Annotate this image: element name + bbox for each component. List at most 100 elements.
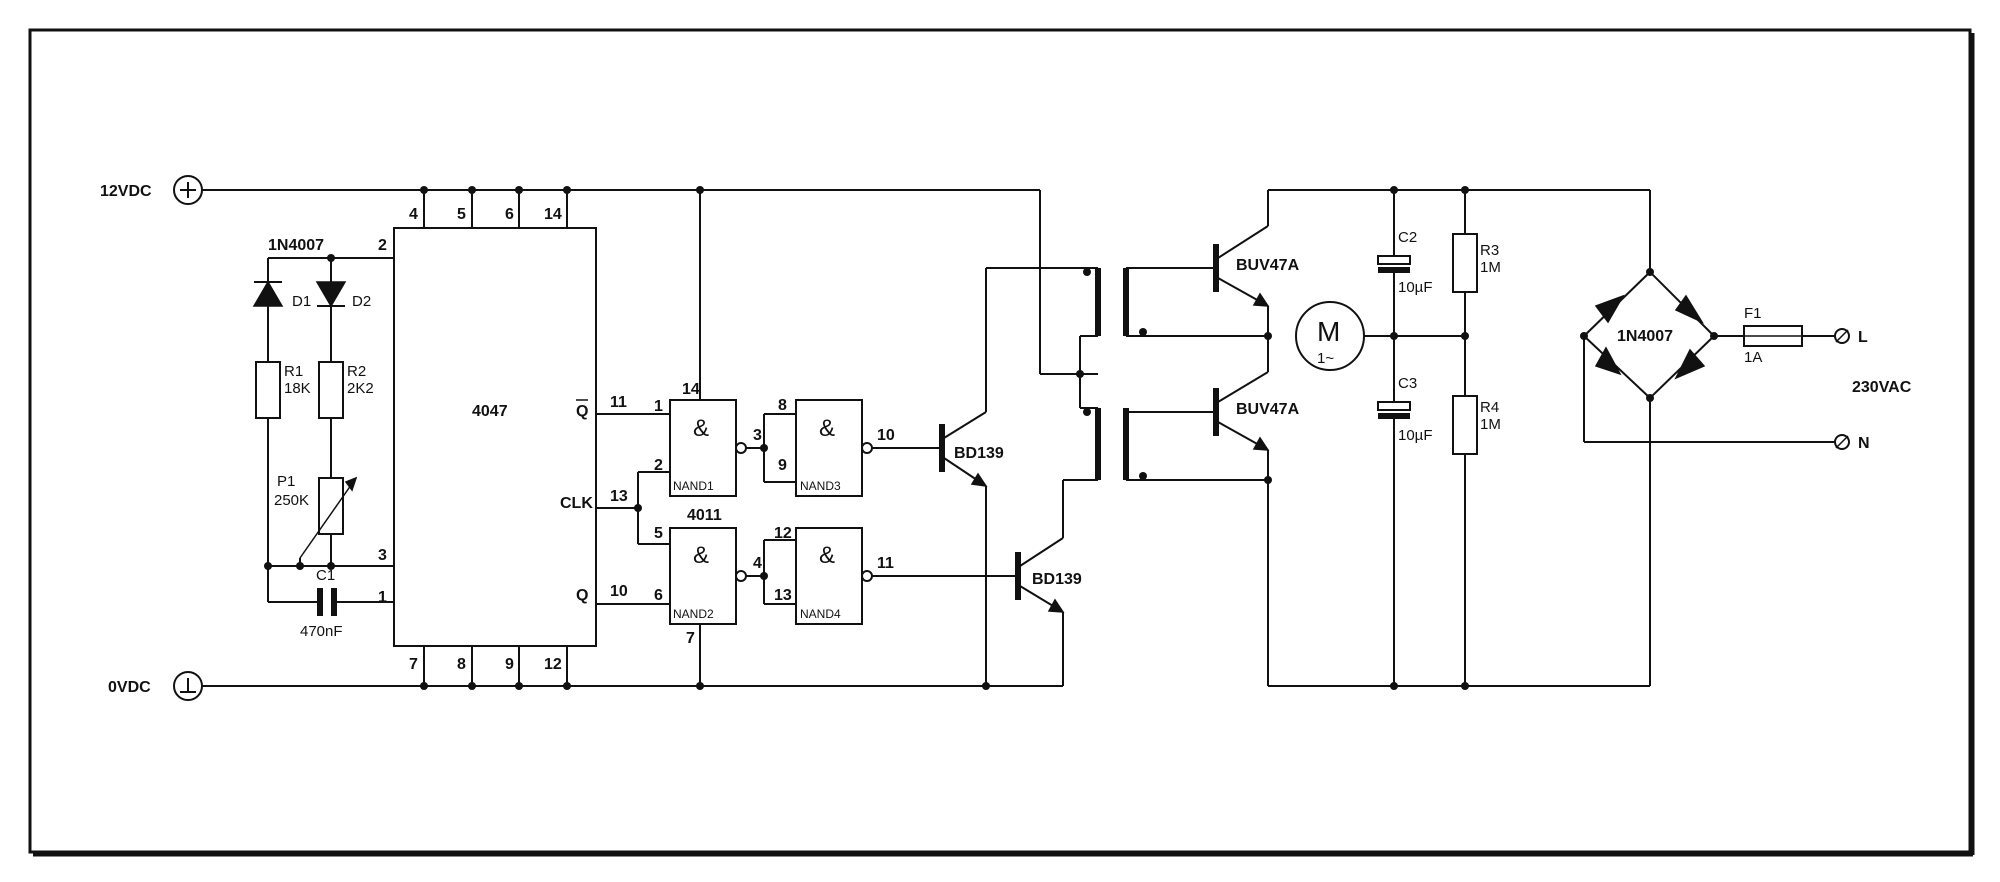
transistor-buv47a-lower: BUV47A xyxy=(1213,336,1300,686)
potentiometer-p1: P1 250K xyxy=(274,473,358,566)
svg-text:&: & xyxy=(693,542,709,569)
bridge-rectifier: 1N4007 xyxy=(1580,190,1718,686)
svg-text:8: 8 xyxy=(778,397,787,414)
svg-text:BD139: BD139 xyxy=(954,445,1004,462)
svg-text:R3: R3 xyxy=(1480,242,1499,259)
svg-text:1M: 1M xyxy=(1480,259,1501,276)
svg-text:P1: P1 xyxy=(277,473,295,490)
transformer-lower xyxy=(1063,408,1268,481)
svg-text:12: 12 xyxy=(774,525,792,542)
resistor-r2: R2 2K2 xyxy=(318,361,374,478)
svg-text:470nF: 470nF xyxy=(300,623,343,640)
svg-text:&: & xyxy=(819,415,835,442)
svg-text:250K: 250K xyxy=(274,492,309,509)
svg-text:5: 5 xyxy=(457,206,466,223)
svg-text:&: & xyxy=(693,415,709,442)
ic-4047: 4047 4 5 6 14 7 8 9 12 2 3 1 Q CLK Q 11 … xyxy=(378,190,628,686)
svg-text:3: 3 xyxy=(753,427,762,444)
svg-text:R2: R2 xyxy=(347,363,366,380)
diagram-frame xyxy=(28,28,1972,854)
svg-text:10µF: 10µF xyxy=(1398,427,1433,444)
transistor-bd139-lower: BD139 xyxy=(1015,480,1082,686)
svg-text:L: L xyxy=(1858,329,1868,346)
svg-text:2: 2 xyxy=(378,237,387,254)
nand-gate-1: & NAND1 14 1 2 3 xyxy=(654,186,762,497)
svg-text:10: 10 xyxy=(877,427,895,444)
svg-text:BD139: BD139 xyxy=(1032,571,1082,588)
vcc-label: 12VDC xyxy=(100,183,152,200)
svg-text:4: 4 xyxy=(753,555,762,572)
nand-gate-2: & NAND2 5 6 7 4 xyxy=(654,525,762,690)
transformer-upper xyxy=(986,190,1268,409)
svg-text:10µF: 10µF xyxy=(1398,279,1433,296)
clk-label: CLK xyxy=(560,495,593,512)
svg-text:1A: 1A xyxy=(1744,349,1762,366)
fuse-f1: F1 1A xyxy=(1714,305,1836,366)
svg-text:8: 8 xyxy=(457,656,466,673)
svg-text:&: & xyxy=(819,542,835,569)
svg-text:D2: D2 xyxy=(352,293,371,310)
svg-text:R4: R4 xyxy=(1480,399,1499,416)
svg-text:3: 3 xyxy=(378,547,387,564)
svg-text:11: 11 xyxy=(877,555,894,572)
svg-text:N: N xyxy=(1858,435,1870,452)
motor: M 1~ xyxy=(1295,301,1465,371)
gnd-rail: 0VDC xyxy=(108,671,1063,701)
svg-text:C3: C3 xyxy=(1398,375,1417,392)
capacitor-c2: C2 10µF xyxy=(1377,190,1433,336)
gnd-label: 0VDC xyxy=(108,679,151,696)
motor-phase: 1~ xyxy=(1317,350,1334,367)
svg-text:6: 6 xyxy=(654,587,663,604)
svg-text:BUV47A: BUV47A xyxy=(1236,401,1300,418)
gate-chip-label: 4011 xyxy=(687,507,722,524)
svg-text:D1: D1 xyxy=(292,293,311,310)
svg-text:5: 5 xyxy=(654,525,663,542)
svg-text:NAND2: NAND2 xyxy=(673,607,714,621)
capacitor-c3: C3 10µF xyxy=(1377,336,1433,686)
svg-text:F1: F1 xyxy=(1744,305,1762,322)
mains-terminals: L N 230VAC xyxy=(1583,328,1912,452)
svg-text:BUV47A: BUV47A xyxy=(1236,257,1300,274)
svg-text:9: 9 xyxy=(505,656,514,673)
svg-text:C1: C1 xyxy=(316,567,335,584)
svg-text:6: 6 xyxy=(505,206,514,223)
svg-text:NAND3: NAND3 xyxy=(800,479,841,493)
svg-text:13: 13 xyxy=(610,488,628,505)
svg-text:2: 2 xyxy=(654,457,663,474)
vcc-rail: 12VDC xyxy=(100,175,1040,205)
svg-text:2K2: 2K2 xyxy=(347,380,374,397)
capacitor-c1: C1 470nF xyxy=(268,567,394,640)
svg-text:R1: R1 xyxy=(284,363,303,380)
resistor-r1: R1 18K xyxy=(255,361,311,602)
diode-d2: D2 xyxy=(315,258,371,362)
svg-text:9: 9 xyxy=(778,457,787,474)
diode-d1: D1 xyxy=(252,258,311,362)
svg-text:13: 13 xyxy=(774,587,792,604)
svg-text:1M: 1M xyxy=(1480,416,1501,433)
ic-4047-label: 4047 xyxy=(472,403,508,420)
svg-text:C2: C2 xyxy=(1398,229,1417,246)
bridge-part-label: 1N4007 xyxy=(1617,328,1673,345)
svg-text:11: 11 xyxy=(610,394,627,411)
svg-text:1: 1 xyxy=(378,589,387,606)
qbar-label: Q xyxy=(576,403,588,420)
transistor-buv47a-upper: BUV47A xyxy=(1213,190,1300,336)
mains-voltage-label: 230VAC xyxy=(1852,379,1912,396)
transistor-bd139-upper: BD139 xyxy=(939,268,1004,686)
svg-text:1: 1 xyxy=(654,398,663,415)
resistor-r4: R4 1M xyxy=(1452,336,1501,686)
svg-text:4: 4 xyxy=(409,206,418,223)
svg-text:12: 12 xyxy=(544,656,562,673)
svg-text:NAND4: NAND4 xyxy=(800,607,841,621)
q-label: Q xyxy=(576,587,588,604)
svg-text:7: 7 xyxy=(409,656,418,673)
svg-text:7: 7 xyxy=(686,630,695,647)
nand-gate-3: & NAND3 8 9 10 xyxy=(778,397,895,497)
resistor-r3: R3 1M xyxy=(1452,190,1501,336)
nand-gate-4: & NAND4 12 13 11 xyxy=(774,525,894,625)
diode-part-label: 1N4007 xyxy=(268,237,324,254)
motor-letter: M xyxy=(1317,316,1340,347)
svg-text:18K: 18K xyxy=(284,380,311,397)
svg-text:NAND1: NAND1 xyxy=(673,479,714,493)
